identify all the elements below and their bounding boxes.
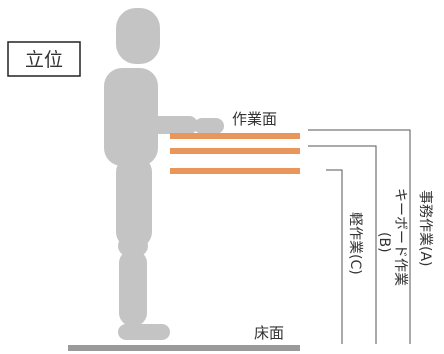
work-surface-bar-a: [170, 133, 300, 139]
figure-knee: [118, 236, 148, 256]
measure-b-label-main: キーボード作業: [392, 188, 408, 286]
work-surfaces: [170, 133, 300, 174]
measure-a-label: 事務作業(A): [417, 190, 433, 267]
figure-head: [116, 8, 160, 64]
work-surface-bar-c: [170, 168, 300, 174]
work-surface-label: 作業面: [232, 110, 277, 128]
bracket-a: [308, 129, 411, 344]
work-surface-bar-b: [170, 148, 300, 154]
dimension-lines: [308, 129, 411, 344]
figure-thigh: [116, 156, 152, 248]
figure-shin: [119, 250, 147, 326]
bracket-c: [326, 169, 343, 344]
figure-foot: [118, 324, 170, 340]
figure-hand: [194, 118, 224, 134]
floor-line: [68, 345, 300, 351]
measure-b-label-sub: (B): [376, 232, 392, 253]
figure-forearm: [136, 116, 198, 134]
floor-label: 床面: [254, 324, 284, 342]
bracket-b: [308, 145, 377, 344]
posture-label-box: 立位: [7, 41, 81, 77]
measure-c-label: 軽作業(C): [347, 212, 363, 275]
posture-label: 立位: [25, 49, 63, 71]
human-figure: [104, 8, 224, 340]
